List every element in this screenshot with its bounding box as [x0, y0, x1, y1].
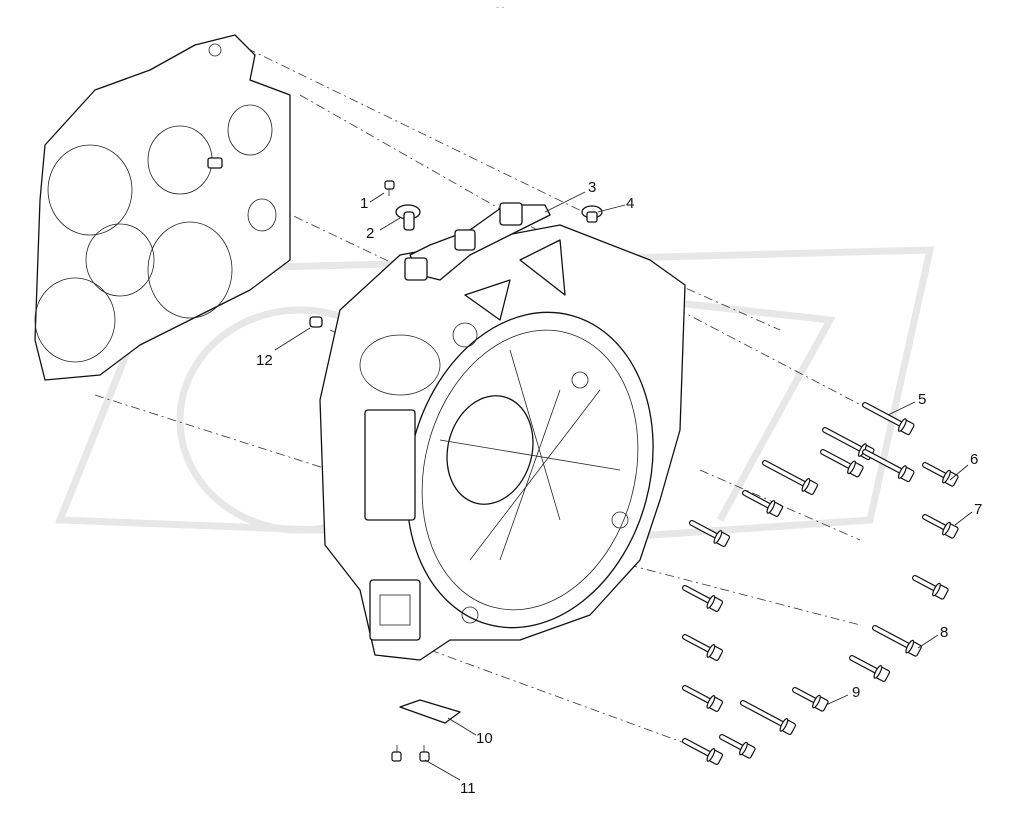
access-cover-gasket	[399, 699, 461, 724]
flywheel-housing	[319, 202, 686, 661]
bolt	[872, 625, 922, 657]
bolt	[682, 685, 724, 712]
bolt	[922, 462, 959, 487]
dowel-pin	[309, 316, 323, 328]
cover-bolts	[391, 745, 430, 762]
svg-text:11: 11	[460, 780, 476, 797]
bolt	[740, 700, 797, 735]
bolt	[862, 449, 915, 483]
bolt	[719, 734, 756, 759]
svg-text:4: 4	[626, 195, 634, 212]
svg-text:1: 1	[360, 195, 368, 212]
svg-text:9: 9	[852, 684, 860, 701]
top-mark: - -	[496, 2, 505, 12]
bolt	[682, 634, 724, 661]
callout-7: 7	[954, 501, 982, 526]
svg-text:6: 6	[970, 451, 978, 468]
callout-4: 4	[597, 195, 634, 213]
bolt	[862, 402, 915, 436]
callouts: 1 2 3 4 5 6 7 8 9 10 11 12	[256, 179, 982, 797]
housing-bolts	[682, 402, 959, 765]
bolt	[762, 460, 819, 495]
plug	[581, 205, 603, 223]
svg-text:3: 3	[588, 179, 596, 196]
callout-10: 10	[447, 717, 493, 747]
bolt	[922, 514, 959, 539]
bolt	[792, 687, 829, 712]
gear-cover-plate	[34, 34, 291, 381]
callout-6: 6	[949, 451, 978, 481]
callout-3: 3	[544, 179, 596, 213]
svg-text:5: 5	[918, 391, 926, 408]
svg-text:10: 10	[476, 730, 493, 747]
bolt	[689, 520, 731, 547]
bolt	[820, 449, 864, 478]
svg-text:7: 7	[974, 501, 982, 518]
callout-8: 8	[917, 624, 948, 649]
callout-12: 12	[256, 327, 311, 369]
speed-sensor	[395, 204, 421, 231]
sensor-bolt	[384, 180, 395, 196]
svg-text:8: 8	[940, 624, 948, 641]
svg-text:2: 2	[366, 225, 374, 242]
bolt	[849, 655, 891, 682]
callout-2: 2	[366, 217, 401, 242]
bolt	[682, 585, 724, 612]
bolt	[912, 575, 949, 600]
bolt	[682, 738, 724, 765]
callout-11: 11	[424, 759, 476, 797]
bolt	[742, 490, 784, 517]
callout-1: 1	[360, 192, 385, 212]
callout-5: 5	[887, 391, 926, 416]
svg-text:12: 12	[256, 352, 273, 369]
callout-9: 9	[825, 684, 860, 706]
